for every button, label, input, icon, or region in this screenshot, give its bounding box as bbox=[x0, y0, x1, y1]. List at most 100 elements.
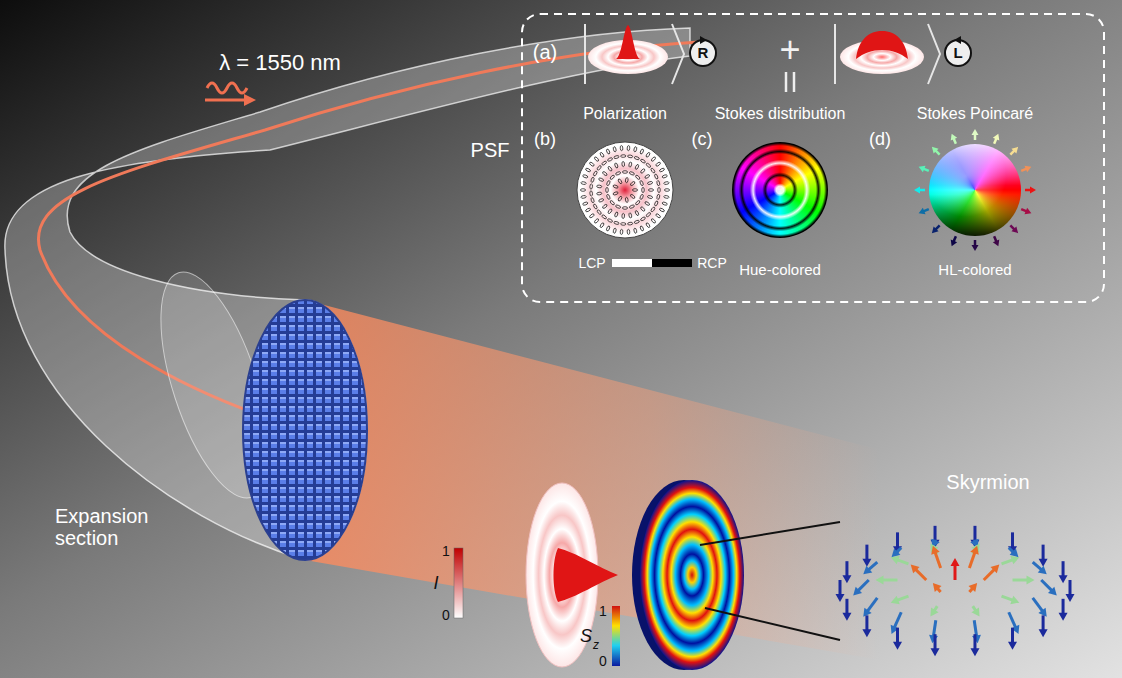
polarization-ellipse bbox=[651, 156, 656, 162]
stokes-arrow bbox=[972, 129, 979, 135]
polarization-ellipse bbox=[606, 194, 610, 200]
section-label: Expansion section bbox=[55, 505, 173, 549]
spin-arrow bbox=[1013, 579, 1028, 582]
spin-arrow bbox=[972, 635, 981, 644]
spin-arrow bbox=[1041, 580, 1052, 591]
spin-arrow bbox=[842, 575, 851, 583]
polarization-ellipse bbox=[613, 191, 619, 195]
spin-arrow bbox=[894, 612, 901, 627]
skyrmion-arrows bbox=[836, 526, 1075, 656]
panel-caption: HL-colored bbox=[938, 262, 1011, 279]
spin-arrow bbox=[842, 599, 851, 621]
colorbar-tick: 0 bbox=[599, 654, 607, 669]
polarization-ellipse bbox=[594, 218, 599, 224]
stokes-arrow bbox=[1024, 166, 1031, 172]
polarization-ellipse bbox=[627, 155, 633, 158]
stokes-arrow bbox=[993, 134, 999, 144]
polarization-ellipses bbox=[580, 145, 669, 234]
polarization-ellipse bbox=[630, 194, 636, 199]
polarization-ellipse bbox=[632, 189, 637, 192]
colorbar-title: I bbox=[433, 574, 438, 594]
colorbar bbox=[612, 606, 620, 666]
stokes-arrow bbox=[1010, 147, 1018, 155]
spin-arrow bbox=[1009, 612, 1016, 627]
polarization-ellipse bbox=[614, 212, 618, 218]
spin-arrow bbox=[1039, 545, 1048, 567]
stokes-arrow bbox=[932, 147, 939, 154]
spin-arrow bbox=[1039, 629, 1048, 637]
spin-arrow bbox=[911, 564, 920, 573]
spin-arrow bbox=[931, 546, 940, 568]
stokes-arrow bbox=[1010, 225, 1018, 233]
spin-arrow bbox=[892, 548, 902, 557]
stokes-arrow bbox=[919, 166, 929, 172]
spin-arrow bbox=[862, 545, 871, 567]
polarization-ellipse bbox=[635, 200, 641, 206]
spin-arrow bbox=[1033, 598, 1047, 617]
spin-arrow bbox=[1010, 596, 1019, 604]
spin-arrow bbox=[893, 642, 902, 650]
polarization-ellipse bbox=[639, 194, 643, 200]
polarization-ellipse bbox=[597, 209, 602, 215]
spin-arrow bbox=[973, 526, 976, 541]
polarization-ellipse bbox=[615, 204, 621, 208]
spin-arrow bbox=[1027, 576, 1035, 585]
wave-symbol bbox=[205, 83, 256, 106]
spin-arrow bbox=[933, 620, 935, 636]
polarization-ellipse bbox=[607, 208, 612, 214]
panel-letter: (d) bbox=[869, 130, 891, 150]
polarization-ellipse bbox=[618, 196, 623, 202]
stokes-arrow bbox=[919, 208, 926, 214]
polarization-ellipse bbox=[591, 197, 595, 203]
panel-title: Polarization bbox=[583, 105, 667, 123]
spin-arrow bbox=[892, 548, 901, 557]
propagation-arrow bbox=[244, 94, 256, 106]
polarization-ellipse bbox=[597, 165, 602, 171]
handedness-symbol: L bbox=[953, 45, 962, 62]
stokes-arrow bbox=[1021, 166, 1031, 172]
stokes-arrow bbox=[919, 166, 926, 172]
spin-arrow bbox=[929, 620, 938, 643]
stokes-arrow bbox=[972, 129, 979, 140]
equals-sign bbox=[785, 72, 788, 92]
stokes-arrow bbox=[993, 134, 999, 141]
spin-arrow bbox=[970, 546, 978, 555]
metasurface bbox=[243, 300, 367, 560]
colorbar-tick: 1 bbox=[599, 604, 607, 619]
spin-arrow bbox=[836, 580, 845, 602]
stokes-arrow bbox=[914, 187, 925, 194]
spin-arrow bbox=[972, 620, 981, 643]
polarization-ellipse bbox=[657, 180, 661, 186]
polarization-ellipse bbox=[639, 180, 643, 186]
spin-arrow bbox=[1062, 599, 1065, 614]
polarization-ellipse bbox=[640, 168, 645, 174]
spin-arrow bbox=[970, 634, 979, 656]
fiber-label: PSF bbox=[471, 139, 510, 161]
colorbar-subscript: z bbox=[593, 639, 599, 652]
polarization-ellipse bbox=[600, 152, 605, 158]
polarization-ellipse bbox=[585, 168, 591, 173]
polarization-ellipse bbox=[651, 218, 656, 224]
spin-arrow bbox=[1011, 532, 1014, 547]
polarization-ellipse bbox=[646, 163, 652, 168]
polarization-ellipse bbox=[606, 180, 610, 186]
spin-arrow bbox=[1059, 561, 1068, 583]
polarization-ellipse bbox=[664, 195, 670, 198]
spin-arrow bbox=[915, 569, 926, 580]
spin-arrow bbox=[1062, 561, 1065, 576]
spin-arrow bbox=[845, 599, 848, 614]
polarization-ellipse bbox=[606, 187, 609, 192]
polarization-ellipse bbox=[585, 208, 591, 213]
spin-arrow bbox=[1013, 576, 1035, 585]
polarization-ellipse bbox=[642, 187, 645, 192]
polarization-ellipse bbox=[640, 159, 646, 164]
stokes-arrow bbox=[1024, 208, 1031, 214]
polarization-ellipse bbox=[607, 166, 612, 172]
stokes-arrow bbox=[932, 225, 940, 233]
handedness-symbol: R bbox=[698, 45, 709, 62]
spin-arrow bbox=[1010, 548, 1019, 557]
spin-arrow bbox=[1042, 545, 1045, 560]
spin-arrow bbox=[969, 546, 978, 568]
panel-title: Stokes distribution bbox=[715, 105, 846, 123]
